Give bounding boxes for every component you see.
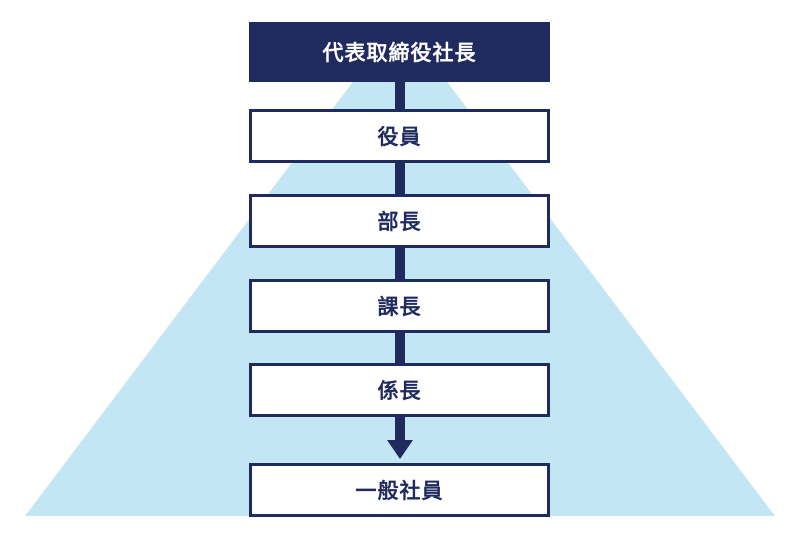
level-president: 代表取締役社長 <box>249 22 550 82</box>
connector-line <box>395 76 405 441</box>
arrow-head-icon <box>387 440 413 459</box>
level-label: 係長 <box>377 379 422 403</box>
level-label: 代表取締役社長 <box>322 41 477 65</box>
level-section-manager: 課長 <box>249 279 550 333</box>
level-label: 部長 <box>377 210 422 234</box>
level-department-manager: 部長 <box>249 194 550 248</box>
level-label: 役員 <box>377 125 422 149</box>
level-general-staff: 一般社員 <box>249 463 550 517</box>
level-label: 一般社員 <box>355 479 444 503</box>
level-label: 課長 <box>377 295 422 319</box>
level-chief: 係長 <box>249 363 550 417</box>
level-executives: 役員 <box>249 109 550 163</box>
